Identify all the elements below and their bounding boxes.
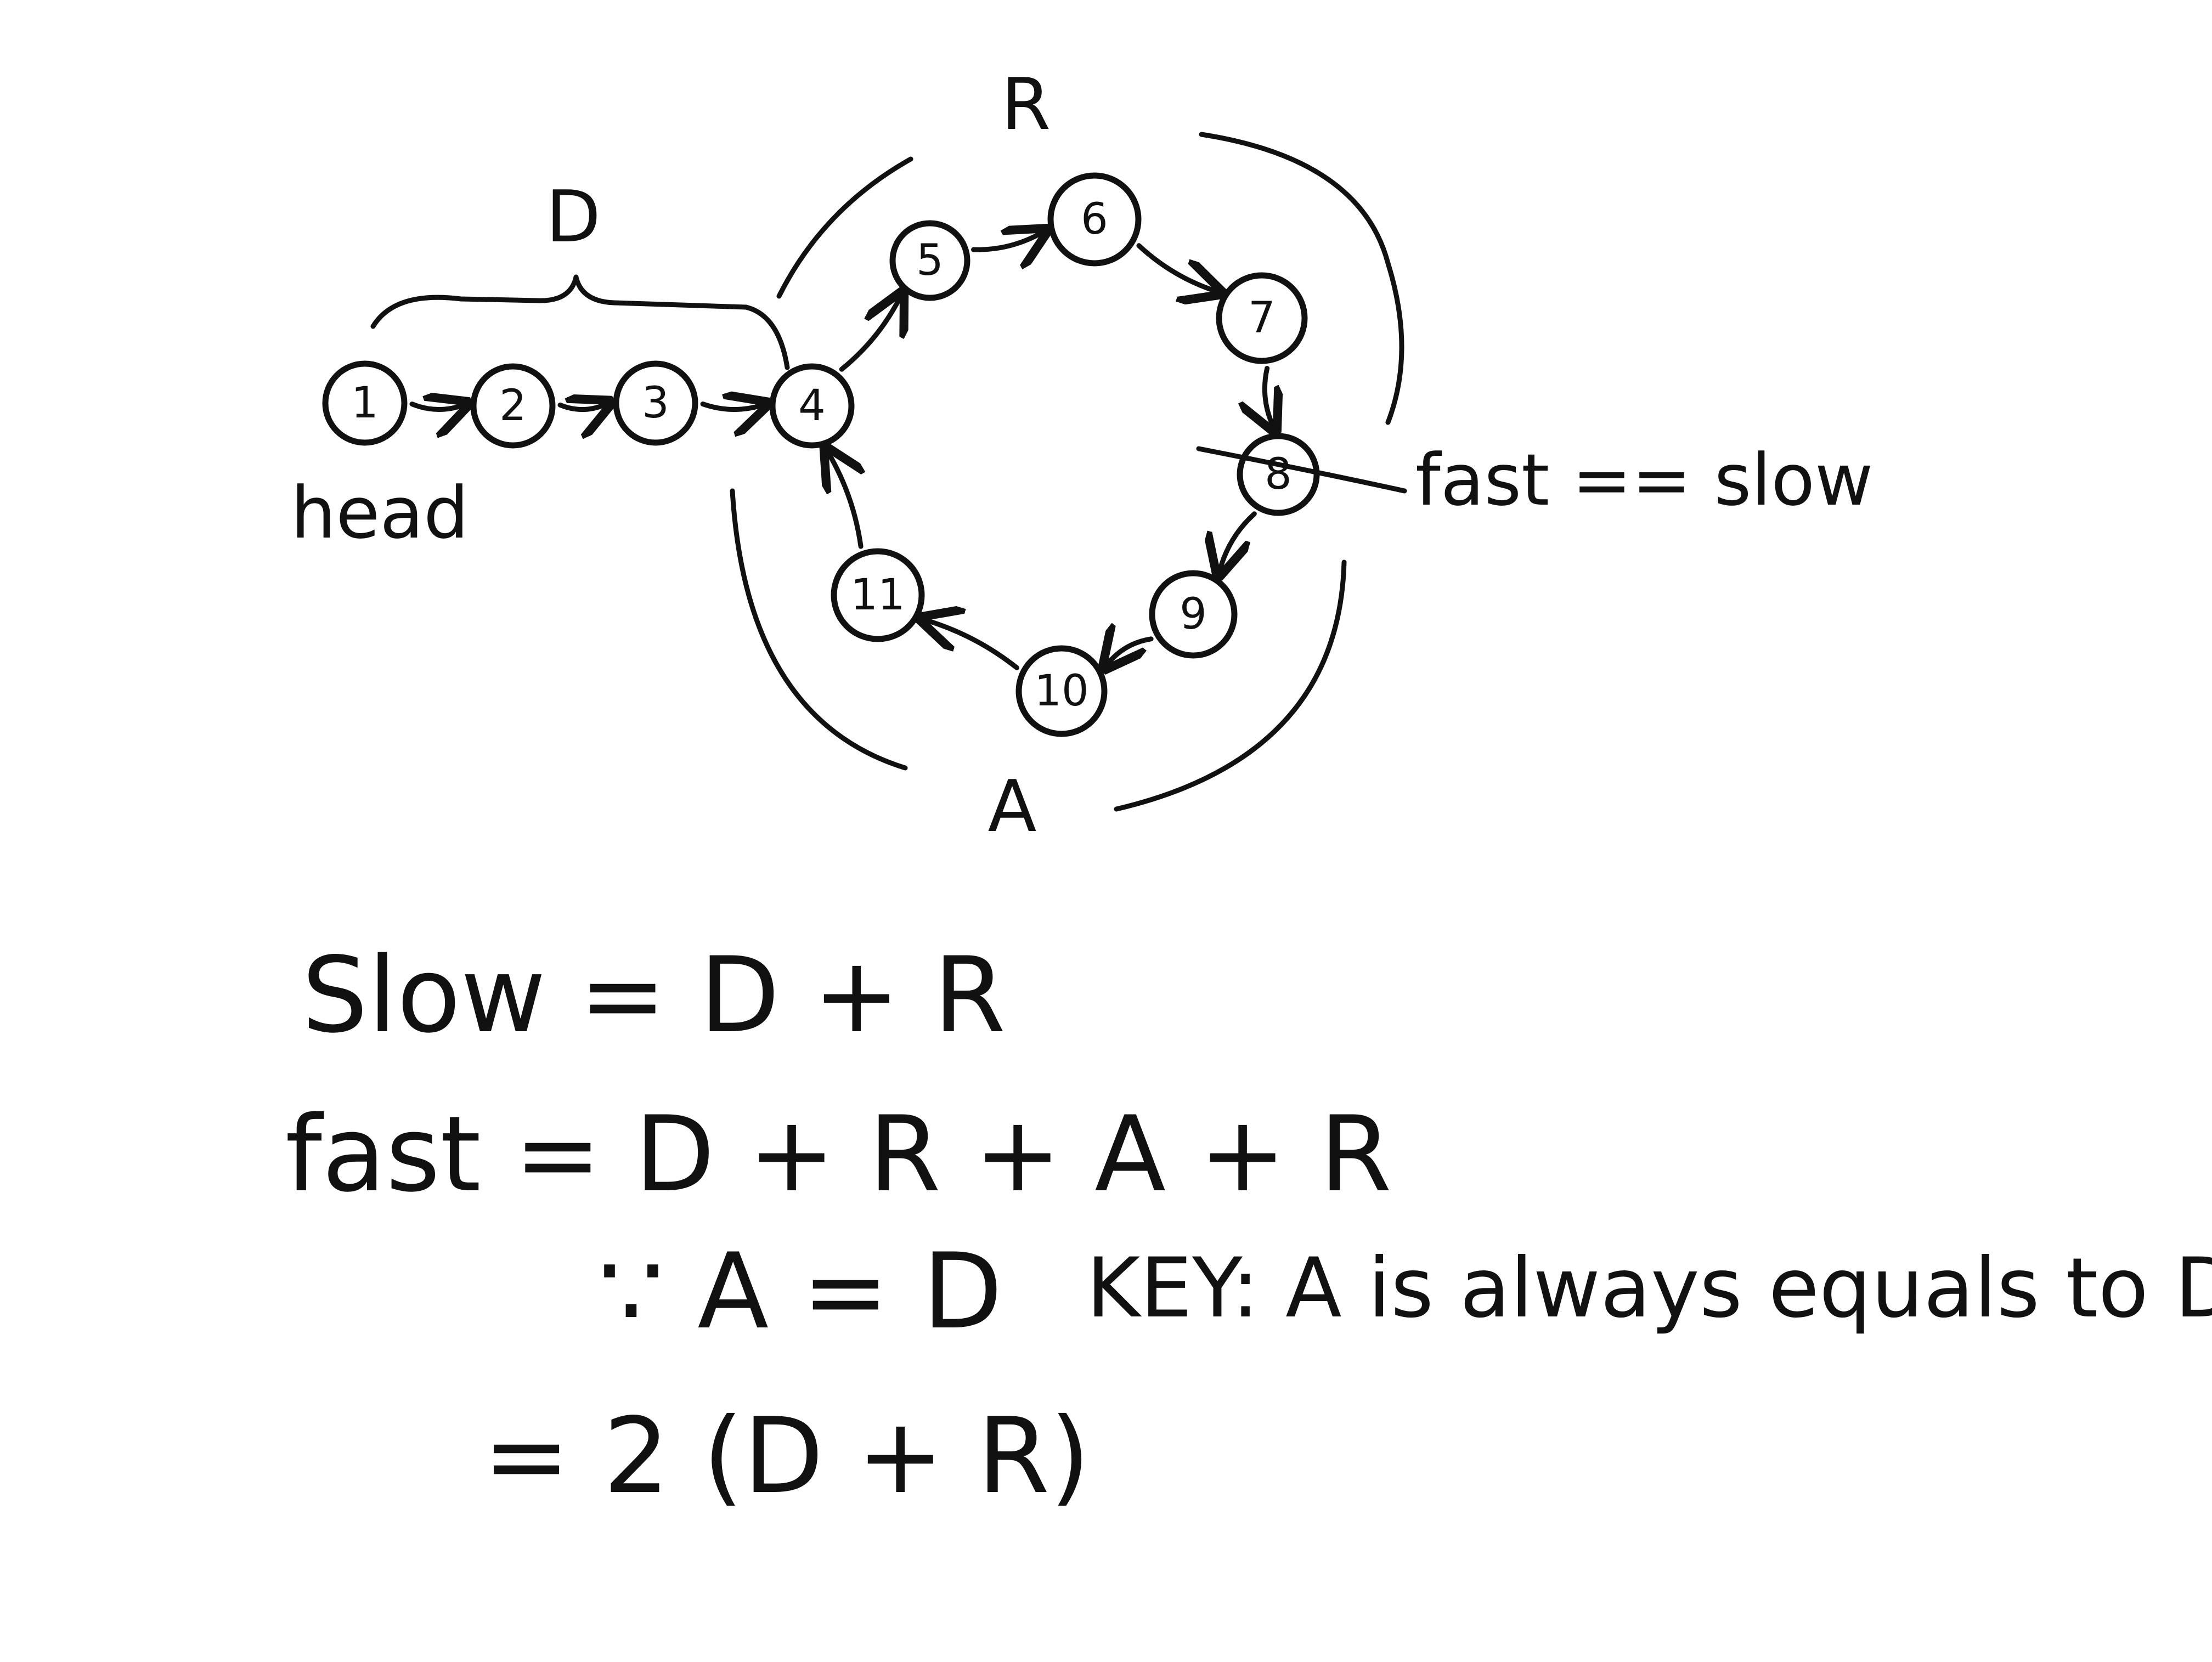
node-7: 7 <box>1216 272 1308 364</box>
node-circle <box>470 363 556 449</box>
node-9: 9 <box>1149 570 1238 659</box>
node-label: 2 <box>499 381 527 431</box>
label-head: head <box>291 471 469 555</box>
node-4: 4 <box>769 363 855 449</box>
node-label: 10 <box>1034 666 1088 716</box>
node-label: 3 <box>642 378 669 428</box>
node-circle <box>1047 172 1142 267</box>
brace-d <box>370 274 790 370</box>
arc-a-left <box>730 488 908 771</box>
arc-r-left <box>776 156 913 299</box>
node-10: 10 <box>1015 645 1108 737</box>
node-11: 11 <box>831 548 925 642</box>
node-circle <box>831 548 925 642</box>
node-5: 5 <box>889 220 970 301</box>
arc-a-right <box>1114 559 1347 812</box>
edge-4-to-5 <box>839 297 900 372</box>
node-2: 2 <box>470 363 556 449</box>
edge-2-to-3 <box>557 404 606 410</box>
node-3: 3 <box>613 360 698 446</box>
node-circle <box>769 363 855 449</box>
equation-fast: fast = D + R + A + R <box>285 1094 1392 1215</box>
node-circle <box>322 360 408 446</box>
edge-6-to-7 <box>1136 243 1216 291</box>
node-circle <box>1015 645 1108 737</box>
equation-because: ∵ A = D <box>598 1231 1003 1352</box>
label-fast-equals-slow: fast == slow <box>1415 438 1873 522</box>
edge-8-to-9 <box>1220 511 1257 571</box>
key-note: KEY: A is always equals to D. <box>1086 1241 2212 1336</box>
nodes-layer: 1 2 3 4 5 6 7 8 9 10 11 <box>322 172 1320 737</box>
edge-3-to-4 <box>700 404 763 410</box>
edge-9-to-10 <box>1107 639 1154 665</box>
node-1: 1 <box>322 360 408 446</box>
node-8: 8 <box>1237 433 1320 516</box>
edge-5-to-6 <box>971 233 1042 250</box>
equation-result: = 2 (D + R) <box>483 1395 1090 1517</box>
node-6: 6 <box>1047 172 1142 267</box>
node-label: 1 <box>351 378 379 428</box>
node-label: 8 <box>1265 450 1292 499</box>
arc-r-right <box>1199 132 1404 425</box>
node-circle <box>889 220 970 301</box>
node-label: 11 <box>850 570 905 620</box>
label-r: R <box>1001 63 1051 146</box>
edge-11-to-4 <box>828 453 861 549</box>
node-label: 5 <box>916 236 944 285</box>
node-circle <box>613 360 698 446</box>
edge-7-to-8 <box>1265 365 1273 426</box>
meeting-pointer-line <box>1196 446 1407 494</box>
edge-1-to-2 <box>409 404 464 410</box>
node-label: 6 <box>1081 195 1108 244</box>
equation-slow: Slow = D + R <box>302 935 1006 1056</box>
node-label: 7 <box>1248 293 1276 343</box>
node-circle <box>1237 433 1320 516</box>
node-circle <box>1149 570 1238 659</box>
node-label: 4 <box>798 381 826 431</box>
node-circle <box>1216 272 1308 364</box>
edge-10-to-11 <box>926 620 1019 670</box>
label-d: D <box>546 175 601 258</box>
node-label: 9 <box>1180 590 1207 639</box>
label-a: A <box>988 765 1037 848</box>
edges-layer <box>409 233 1273 670</box>
